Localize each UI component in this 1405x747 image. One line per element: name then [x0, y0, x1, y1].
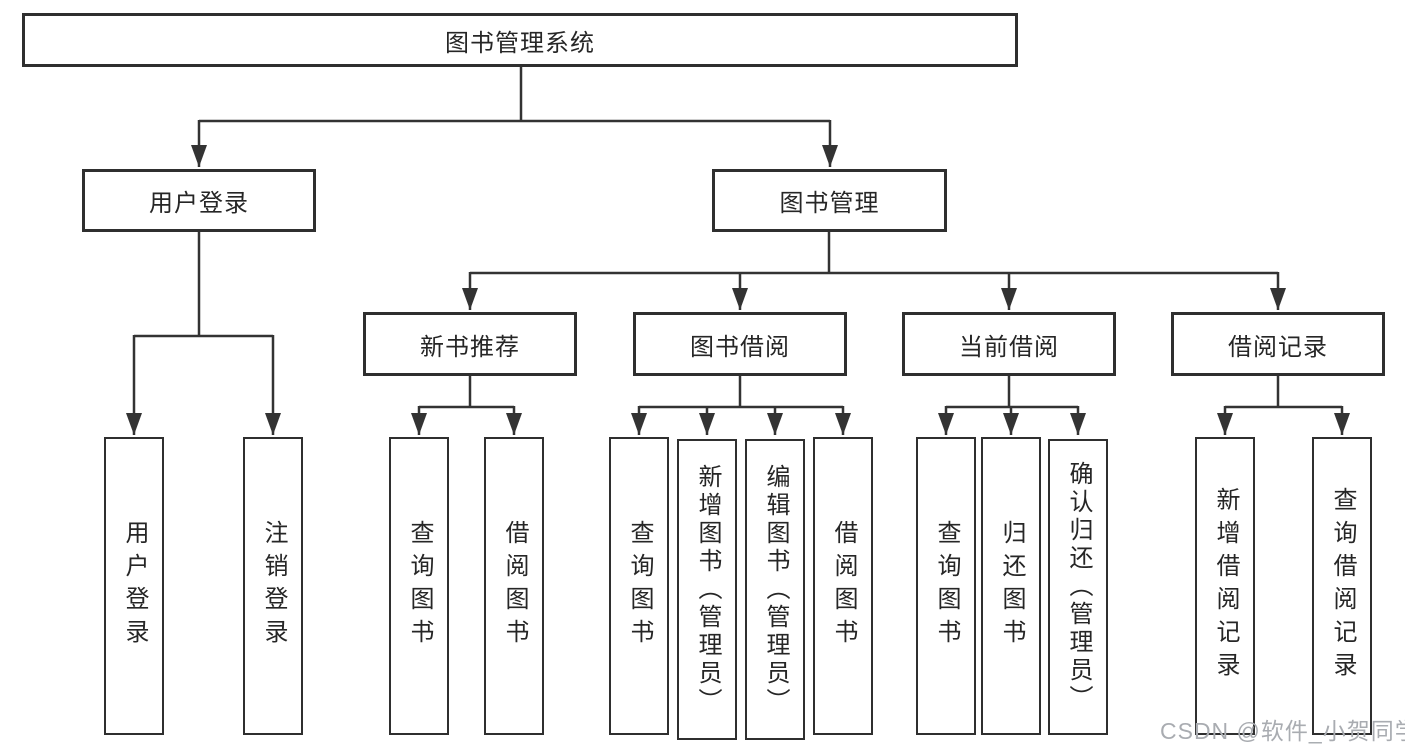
node-user-login: 用户登录 [82, 169, 316, 232]
leaf-confirm-return-admin: 确认归还（管理员） [1048, 439, 1108, 735]
node-label: 当前借阅 [959, 333, 1059, 361]
node-label: 用户登录 [121, 520, 148, 652]
node-label: 查询图书 [406, 520, 433, 652]
node-label: 确认归还（管理员） [1065, 461, 1092, 713]
leaf-return-book: 归还图书 [981, 437, 1041, 735]
leaf-user-login: 用户登录 [104, 437, 164, 735]
node-label: 查询借阅记录 [1329, 487, 1356, 685]
node-label: 新增图书（管理员） [694, 463, 721, 716]
node-label: 注销登录 [260, 520, 287, 652]
node-label: 图书管理 [779, 190, 880, 217]
node-label: 图书借阅 [690, 333, 790, 361]
leaf-query-book-recommend: 查询图书 [389, 437, 449, 735]
node-current-borrow: 当前借阅 [902, 312, 1116, 376]
leaf-logout: 注销登录 [243, 437, 303, 735]
node-label: 归还图书 [998, 520, 1025, 652]
leaf-add-book-admin: 新增图书（管理员） [677, 439, 737, 740]
node-book-borrow: 图书借阅 [633, 312, 847, 376]
node-label: 借阅图书 [830, 520, 857, 652]
node-label: 新书推荐 [420, 333, 520, 361]
node-borrow-record: 借阅记录 [1171, 312, 1385, 376]
node-label: 编辑图书（管理员） [762, 463, 789, 716]
node-book-management: 图书管理 [712, 169, 947, 232]
leaf-query-book-borrow: 查询图书 [609, 437, 669, 735]
node-label: 查询图书 [626, 520, 653, 652]
leaf-borrow-book-recommend: 借阅图书 [484, 437, 544, 735]
leaf-borrow-book: 借阅图书 [813, 437, 873, 735]
leaf-query-borrow-record: 查询借阅记录 [1312, 437, 1372, 735]
node-root-system: 图书管理系统 [22, 13, 1018, 67]
leaf-query-book-current: 查询图书 [916, 437, 976, 735]
leaf-add-borrow-record: 新增借阅记录 [1195, 437, 1255, 735]
node-label: 借阅记录 [1228, 333, 1328, 361]
node-new-book-recommend: 新书推荐 [363, 312, 577, 376]
leaf-edit-book-admin: 编辑图书（管理员） [745, 439, 805, 740]
node-label: 新增借阅记录 [1212, 487, 1239, 685]
node-label: 用户登录 [149, 190, 249, 217]
node-label: 查询图书 [933, 520, 960, 652]
node-label: 借阅图书 [501, 520, 528, 652]
node-label: 图书管理系统 [445, 29, 595, 57]
